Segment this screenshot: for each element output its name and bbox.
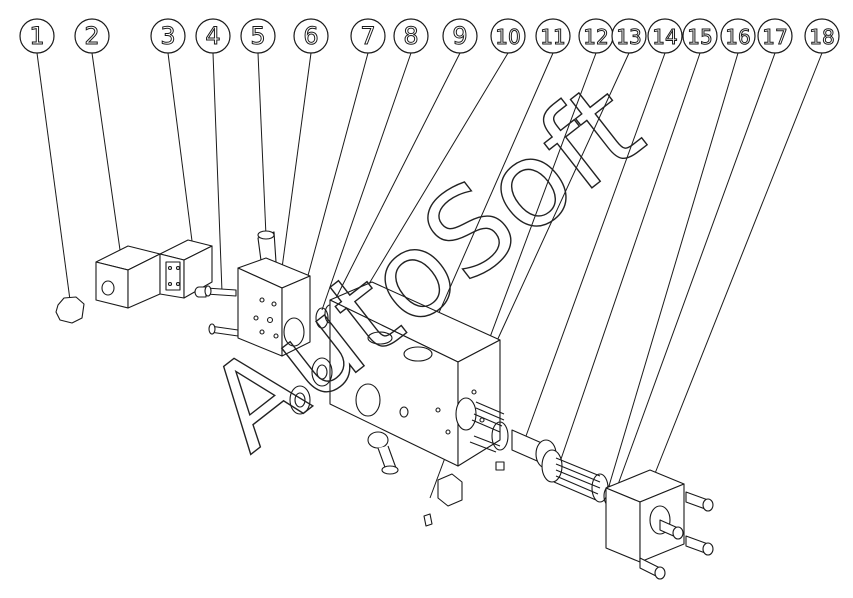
balloon-circle [195,18,231,54]
balloon-circle [393,18,429,54]
leader-line-18 [649,52,823,487]
balloon-label: 17 [762,25,787,49]
balloon-10: 10 [490,18,526,54]
balloon-15: 15 [682,18,718,54]
leader-line-5 [257,52,267,237]
balloon-label: 1 [29,22,44,50]
balloon-circle [535,18,571,54]
leader-line-2 [91,52,121,251]
leader-line-14 [525,52,666,437]
leader-line-4 [212,52,223,293]
part-8-seal [315,307,329,329]
part-10-manifold-block [289,281,501,467]
part-17-end-cover [605,469,685,563]
balloon-label: 18 [809,25,834,49]
balloon-circle [757,18,793,54]
balloon-label: 3 [160,22,175,50]
part-1-cap [55,296,85,324]
balloon-6: 6 [293,18,329,54]
balloon-16: 16 [720,18,756,54]
leader-line-15 [559,52,701,463]
balloon-label: 6 [303,22,318,50]
balloon-circle [611,18,647,54]
part-11-fitting [367,431,399,475]
balloon-circle [490,18,526,54]
balloon-circle [647,18,683,54]
balloon-label: 10 [495,25,520,49]
balloon-label: 16 [725,25,750,49]
exploded-assembly [55,230,714,580]
part-13-spring [455,397,509,453]
balloon-circle [293,18,329,54]
part-2-solenoid-coil [95,239,213,309]
balloon-1: 1 [19,18,55,54]
balloon-label: 9 [452,22,467,50]
leader-line-17 [615,52,776,491]
leader-line-6 [281,52,312,269]
leader-line-1 [36,52,71,301]
part-15-spring [541,449,609,503]
balloon-13: 13 [611,18,647,54]
balloon-label: 4 [205,22,220,50]
balloon-7: 7 [350,18,386,54]
balloon-circle [720,18,756,54]
leader-line-10 [351,52,509,313]
balloon-label: 15 [687,25,712,49]
balloon-circle [442,18,478,54]
balloon-18: 18 [804,18,840,54]
balloon-circle [74,18,110,54]
balloon-circle [240,18,276,54]
balloon-circle [150,18,186,54]
balloon-label: 5 [250,22,265,50]
balloon-3: 3 [150,18,186,54]
balloon-11: 11 [535,18,571,54]
balloon-9: 9 [442,18,478,54]
balloon-label: 2 [84,22,99,50]
balloon-2: 2 [74,18,110,54]
part-12-nut [423,473,463,527]
leader-line-9 [331,52,461,307]
balloon-5: 5 [240,18,276,54]
leader-line-8 [321,52,412,311]
balloon-label: 7 [360,22,375,50]
balloon-label: 12 [583,25,608,49]
balloon-label: 11 [540,25,565,49]
part-7-o-ring [283,317,305,347]
balloon-circle [682,18,718,54]
balloon-circle [350,18,386,54]
balloon-12: 12 [578,18,614,54]
leader-line-16 [605,52,739,497]
balloon-4: 4 [195,18,231,54]
part-3-plug [194,286,207,298]
balloon-label: 14 [652,25,677,49]
balloon-17: 17 [757,18,793,54]
part-18-screws [639,491,714,580]
balloon-label: 8 [403,22,418,50]
balloon-14: 14 [647,18,683,54]
part-4-screw [204,285,239,337]
balloon-label: 13 [616,25,641,49]
balloon-circle [19,18,55,54]
part-6-adapter-plate [237,257,311,357]
balloon-circle [804,18,840,54]
balloon-8: 8 [393,18,429,54]
